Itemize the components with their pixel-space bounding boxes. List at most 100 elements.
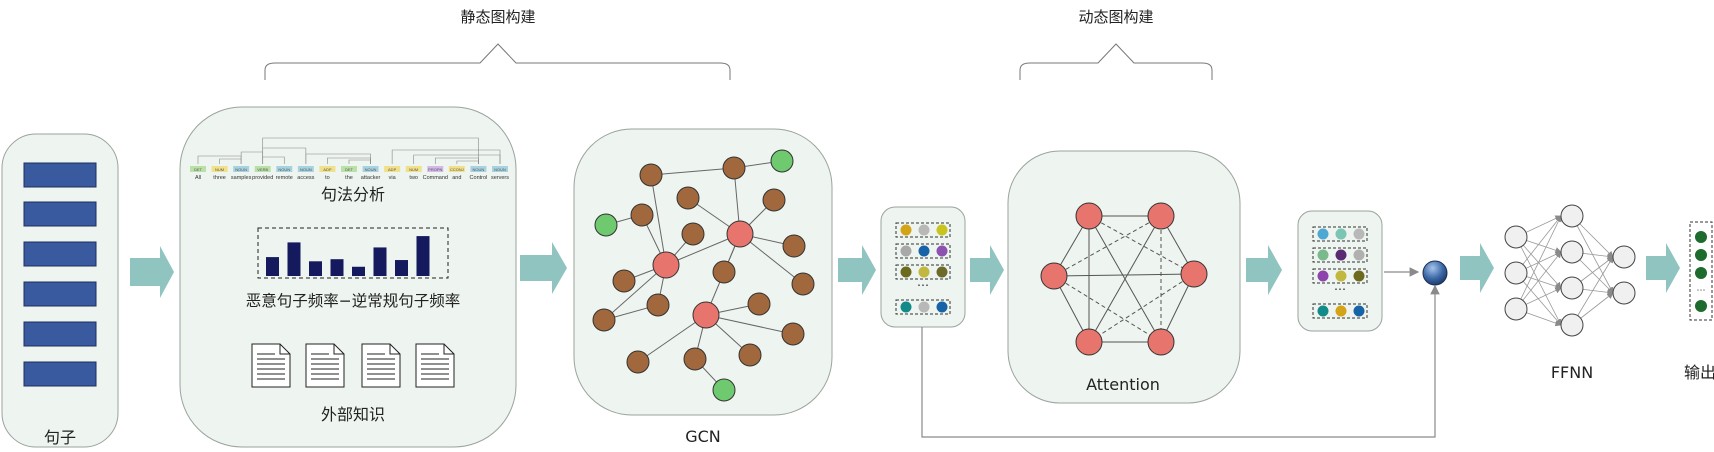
attention-node xyxy=(1180,260,1208,288)
node-vector xyxy=(895,299,951,315)
flow-arrow-2 xyxy=(520,242,567,294)
pos-tag-text: NOUN xyxy=(365,167,377,172)
node-vectors-1: ⋯ xyxy=(895,222,951,315)
vector-element xyxy=(918,224,930,236)
syntax-label: 句法分析 xyxy=(321,185,385,204)
ffnn-neuron xyxy=(1560,240,1584,264)
node-vector xyxy=(895,243,951,259)
frequency-bar xyxy=(395,260,408,276)
dependency-word: access xyxy=(297,175,314,181)
vector-element xyxy=(1353,305,1365,317)
ffnn-neuron xyxy=(1612,245,1636,269)
dependency-word: two xyxy=(409,175,418,181)
pos-tag xyxy=(190,166,206,172)
output-dot xyxy=(1695,267,1707,279)
gcn-edge xyxy=(705,314,794,335)
flow-arrow-3 xyxy=(838,245,876,295)
frequency-label: 恶意句子频率−逆常规句子频率 xyxy=(246,291,461,310)
pos-tag-text: NOUN xyxy=(494,167,506,172)
attention-node xyxy=(1147,328,1175,356)
ffnn-connection xyxy=(1571,256,1614,326)
attention-edge-weak xyxy=(1088,215,1195,275)
gcn-edge xyxy=(650,167,735,176)
node-vector xyxy=(1312,303,1368,319)
sentence-label: 句子 xyxy=(44,428,76,447)
dependency-word: Command xyxy=(423,175,448,181)
pos-tag xyxy=(211,166,228,172)
pos-tag xyxy=(427,166,444,172)
dependency-word: remote xyxy=(276,175,293,181)
pos-tag xyxy=(297,166,314,172)
vector-ellipsis: ⋯ xyxy=(917,278,929,292)
vector-element xyxy=(1353,249,1365,261)
ffnn-neuron xyxy=(1612,281,1636,305)
gcn-node xyxy=(683,347,707,371)
attention-node xyxy=(1075,328,1103,356)
output-vector-frame xyxy=(1689,221,1713,321)
output-label: 输出 xyxy=(1684,363,1714,382)
node-vector xyxy=(1312,268,1368,284)
vector-element xyxy=(1317,270,1329,282)
node-vector xyxy=(895,264,951,280)
gcn-node xyxy=(594,213,618,237)
frequency-bar xyxy=(330,259,344,276)
ffnn-label: FFNN xyxy=(1551,363,1593,382)
pos-tag-text: DET xyxy=(194,167,203,172)
sentence-bar xyxy=(23,201,97,227)
sentence-bars xyxy=(23,162,97,387)
attention-edge xyxy=(1088,215,1162,343)
flow-arrow-5 xyxy=(1246,245,1282,295)
gcn-node xyxy=(652,251,680,279)
vector-element xyxy=(1335,305,1347,317)
pos-tag xyxy=(254,166,271,172)
gcn-node xyxy=(626,350,650,374)
gcn-node xyxy=(612,269,636,293)
pos-tag-text: NOUN xyxy=(278,167,290,172)
flow-arrow-1 xyxy=(130,246,174,298)
attention-node xyxy=(1075,202,1103,230)
pos-tag-text: NOUN xyxy=(473,167,485,172)
pos-tag-text: NOUN xyxy=(300,167,312,172)
frequency-chart-frame xyxy=(257,227,449,279)
vector-element xyxy=(1317,305,1329,317)
flow-arrow-4 xyxy=(970,245,1004,295)
vector-element xyxy=(936,266,948,278)
vector-element xyxy=(1317,228,1329,240)
dependency-word: Control xyxy=(470,175,488,181)
node-vector xyxy=(895,222,951,238)
dependency-word: All xyxy=(195,175,201,181)
vector-element xyxy=(936,301,948,313)
vector-element xyxy=(900,245,912,257)
pos-tag-text: NUM xyxy=(215,167,224,172)
document-icon xyxy=(361,343,401,388)
merge-node-icon xyxy=(1422,260,1448,286)
vector-element xyxy=(1335,228,1347,240)
sentence-bar xyxy=(23,241,97,267)
dependency-word: to xyxy=(325,175,330,181)
dependency-word: via xyxy=(389,175,397,181)
output-dot xyxy=(1695,300,1707,312)
static-brace xyxy=(264,43,731,80)
vector-element xyxy=(936,245,948,257)
pos-tag xyxy=(470,166,487,172)
gcn-node xyxy=(712,378,736,402)
flow-arrow-6 xyxy=(1460,243,1494,293)
flow-arrow-7 xyxy=(1646,243,1680,293)
gcn-edge xyxy=(637,314,707,363)
vector-element xyxy=(900,266,912,278)
ffnn-neuron xyxy=(1560,204,1584,228)
pos-tag-text: NOUN xyxy=(235,167,247,172)
output-vector: ⋯ xyxy=(1695,231,1707,312)
gcn-node xyxy=(692,301,720,329)
gcn-edge xyxy=(650,174,667,266)
frequency-bars xyxy=(266,236,430,276)
gcn-node xyxy=(646,293,670,317)
gcn-node xyxy=(726,220,754,248)
vector-element xyxy=(918,245,930,257)
frequency-bar xyxy=(416,236,430,276)
node-vectors-2: ⋯ xyxy=(1312,226,1368,319)
document-icon xyxy=(415,343,455,388)
pos-tag-text: DET xyxy=(345,167,354,172)
attention-graph xyxy=(1040,202,1208,356)
sentence-bar xyxy=(23,321,97,347)
